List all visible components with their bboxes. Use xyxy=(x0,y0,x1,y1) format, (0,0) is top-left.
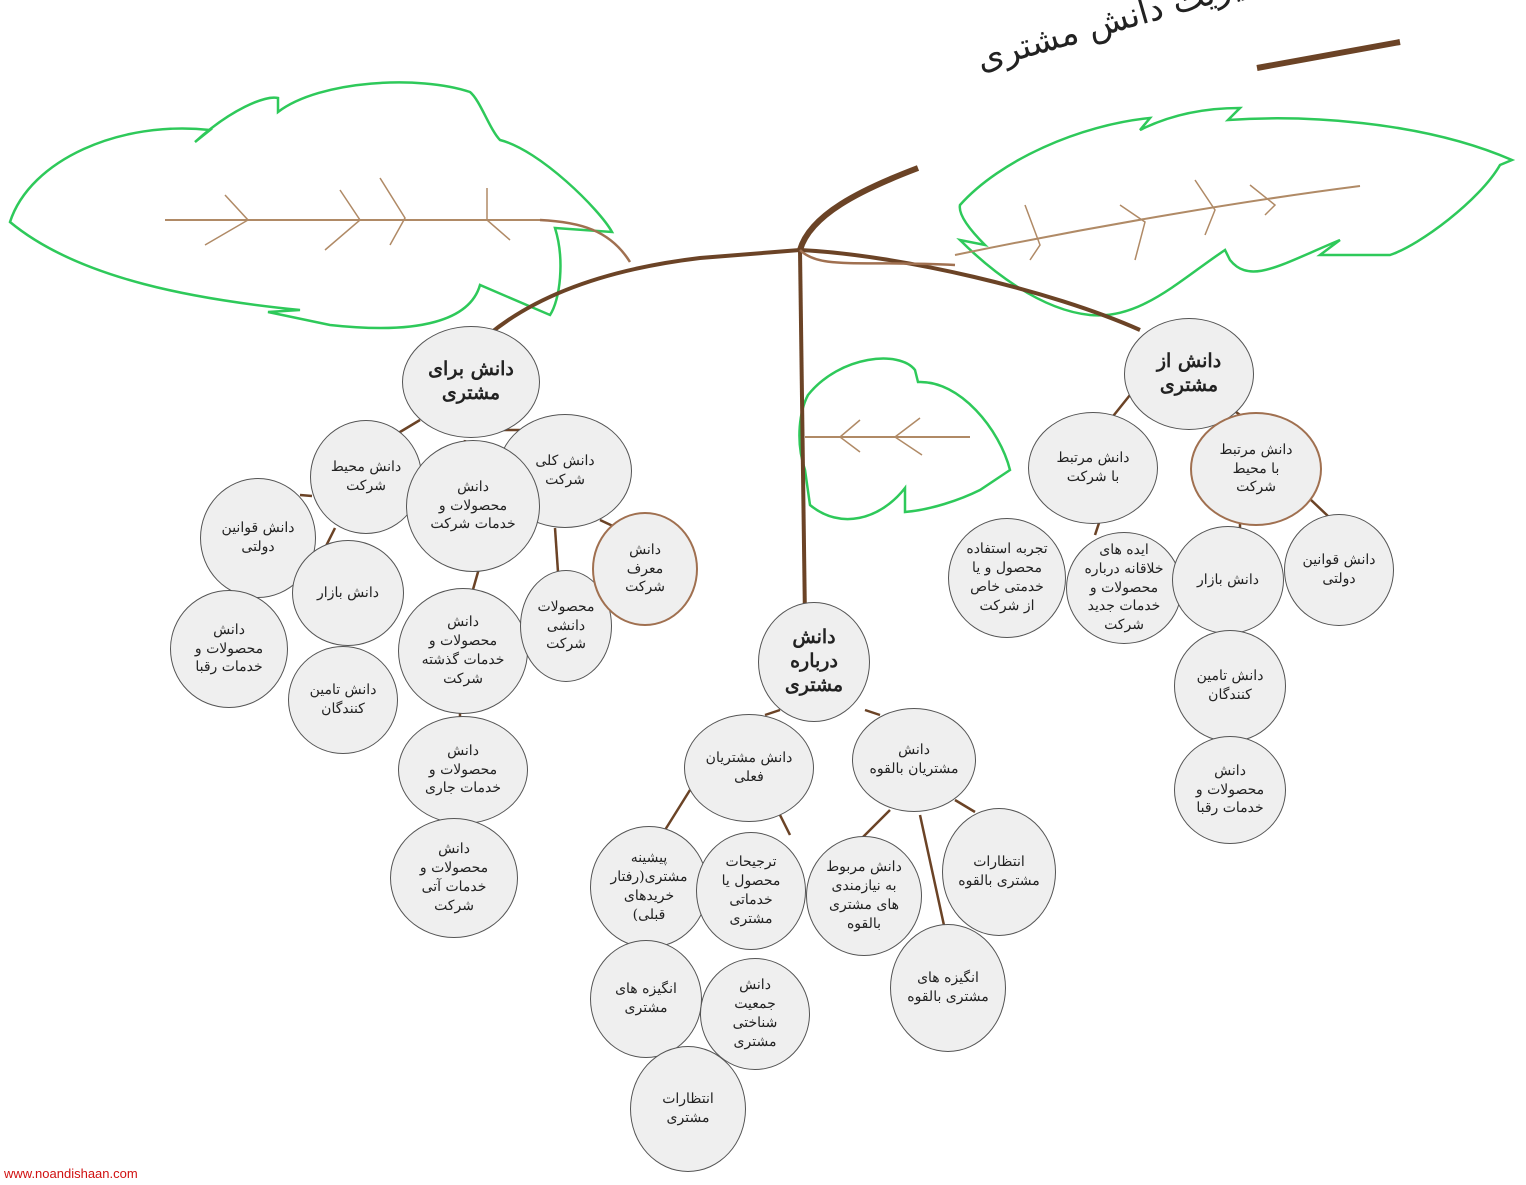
node-label: دانش قوانین دولتی xyxy=(221,520,295,555)
left-big-leaf xyxy=(8,81,632,330)
node-label: دانش جمعیت شناختی مشتری xyxy=(732,977,778,1050)
node-company-environment: دانش محیط شرکت xyxy=(310,420,422,534)
node-label: دانش کلی شرکت xyxy=(535,453,595,488)
node-customer-motives: انگیزه های مشتری xyxy=(590,940,702,1058)
node-potential-needs: دانش مربوط به نیازمندی های مشتری بالقوه xyxy=(806,836,922,956)
node-potential-motives: انگیزه های مشتری بالقوه xyxy=(890,924,1006,1052)
title-branch xyxy=(1256,39,1401,71)
node-future-products: دانش محصولات و خدمات آتی شرکت xyxy=(390,818,518,938)
node-label: ترجیحات محصول یا خدماتی مشتری xyxy=(721,854,781,927)
node-competitors: دانش محصولات و خدمات رقبا xyxy=(170,590,288,708)
node-related-company: دانش مرتبط با شرکت xyxy=(1028,412,1158,524)
node-current-customers: دانش مشتریان فعلی xyxy=(684,714,814,822)
node-label: دانش محصولات و خدمات شرکت xyxy=(430,478,516,533)
node-potential-customers: دانش مشتریان بالقوه xyxy=(852,708,976,812)
node-label: انتظارات مشتری xyxy=(662,1091,714,1126)
node-label: دانش محصولات و خدمات رقبا xyxy=(1195,762,1265,817)
node-label: دانش مشتریان بالقوه xyxy=(869,742,959,777)
node-label: دانش برای مشتری xyxy=(428,358,514,404)
node-label: دانش مشتریان فعلی xyxy=(705,750,793,785)
node-label: دانش بازار xyxy=(317,584,379,601)
node-label: دانش محصولات و خدمات آتی شرکت xyxy=(419,841,489,914)
node-label: دانش تامین کنندگان xyxy=(309,682,377,717)
node-from-competitors: دانش محصولات و خدمات رقبا xyxy=(1174,736,1286,844)
node-label: دانش محیط شرکت xyxy=(330,459,402,494)
node-label: انتظارات مشتری بالقوه xyxy=(958,854,1040,889)
node-knowledge-about-customer: دانش درباره مشتری xyxy=(758,602,870,722)
node-label: انگیزه های مشتری بالقوه xyxy=(907,970,989,1005)
node-label: پیشینه مشتری(رفتار خریدهای قبلی) xyxy=(610,850,688,923)
node-label: تجربه استفاده محصول و یا خدمتی خاص از شر… xyxy=(966,541,1048,614)
watermark-link[interactable]: www.noandishaan.com xyxy=(4,1166,138,1181)
node-suppliers: دانش تامین کنندگان xyxy=(288,646,398,754)
node-market: دانش بازار xyxy=(292,540,404,646)
node-label: دانش تامین کنندگان xyxy=(1196,668,1264,703)
branches xyxy=(468,248,1141,621)
node-label: دانش مرتبط با محیط شرکت xyxy=(1219,441,1293,496)
node-label: دانش محصولات و خدمات جاری xyxy=(424,742,502,797)
node-customer-preferences: ترجیحات محصول یا خدماتی مشتری xyxy=(696,832,806,950)
node-label: دانش قوانین دولتی xyxy=(1302,552,1376,587)
node-knowledge-from-customer: دانش از مشتری xyxy=(1124,318,1254,430)
node-label: دانش درباره مشتری xyxy=(784,626,844,696)
node-label: دانش محصولات و خدمات رقبا xyxy=(194,621,264,676)
node-label: ایده های خلاقانه درباره محصولات و خدمات … xyxy=(1084,541,1164,634)
node-customer-expectations: انتظارات مشتری xyxy=(630,1046,746,1172)
node-label: دانش از مشتری xyxy=(1156,350,1222,396)
node-from-suppliers: دانش تامین کنندگان xyxy=(1174,630,1286,742)
node-usage-experience: تجربه استفاده محصول و یا خدمتی خاص از شر… xyxy=(948,518,1066,638)
node-customer-demographic: دانش جمعیت شناختی مشتری xyxy=(700,958,810,1070)
node-label: دانش محصولات و خدمات گذشته شرکت xyxy=(421,614,505,687)
node-label: دانش معرف شرکت xyxy=(625,541,665,596)
node-past-products: دانش محصولات و خدمات گذشته شرکت xyxy=(398,588,528,714)
right-big-leaf xyxy=(954,106,1516,317)
node-from-laws: دانش قوانین دولتی xyxy=(1284,514,1394,626)
node-label: انگیزه های مشتری xyxy=(615,981,677,1016)
middle-small-leaf xyxy=(798,357,1012,521)
node-label: دانش مربوط به نیازمندی های مشتری بالقوه xyxy=(826,859,902,932)
node-related-environment: دانش مرتبط با محیط شرکت xyxy=(1190,412,1322,526)
node-company-introducer: دانش معرف شرکت xyxy=(592,512,698,626)
node-knowledge-products: محصولات دانشی شرکت xyxy=(520,570,612,682)
node-company-products: دانش محصولات و خدمات شرکت xyxy=(406,440,540,572)
node-label: دانش مرتبط با شرکت xyxy=(1056,450,1130,485)
node-customer-history: پیشینه مشتری(رفتار خریدهای قبلی) xyxy=(590,826,708,948)
node-label: دانش بازار xyxy=(1197,571,1259,588)
node-potential-expectations: انتظارات مشتری بالقوه xyxy=(942,808,1056,936)
node-current-products: دانش محصولات و خدمات جاری xyxy=(398,716,528,824)
node-knowledge-for-customer: دانش برای مشتری xyxy=(402,326,540,438)
top-stem xyxy=(797,165,920,251)
node-from-market: دانش بازار xyxy=(1172,526,1284,634)
node-creative-ideas: ایده های خلاقانه درباره محصولات و خدمات … xyxy=(1066,532,1182,644)
node-label: محصولات دانشی شرکت xyxy=(537,598,595,653)
